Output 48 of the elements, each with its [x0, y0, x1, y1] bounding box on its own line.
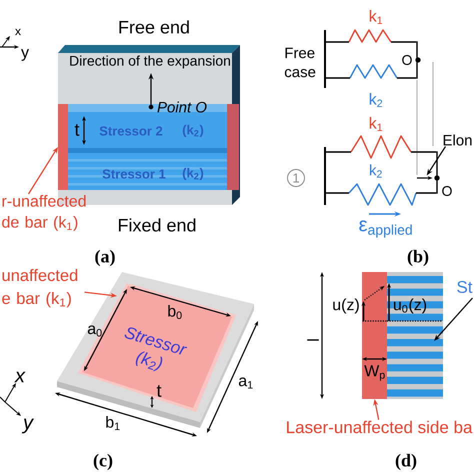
dimension-label: W$_{p}$	[364, 365, 385, 381]
wire	[391, 41, 416, 43]
axis-label: x	[15, 28, 21, 36]
wire	[416, 192, 436, 194]
axis-label: y	[22, 418, 34, 434]
spring	[348, 29, 392, 43]
side-bar	[58, 104, 68, 190]
dimension-label: t	[74, 124, 80, 136]
wire	[411, 151, 436, 153]
spring-label: k$_{2}$	[370, 93, 382, 107]
dimension-label: l	[307, 339, 319, 341]
point-label: O	[402, 55, 412, 65]
wire	[397, 77, 416, 79]
rigid-bar	[415, 41, 421, 79]
spring-label: k$_{1}$	[370, 10, 382, 24]
strain-label: ε$_{applied}$	[359, 220, 412, 238]
spring	[348, 183, 417, 206]
wire	[326, 192, 349, 194]
panel-label: (d)	[396, 454, 416, 470]
point-label: Point O	[157, 101, 207, 112]
spring	[349, 64, 398, 79]
circled-number: 1	[287, 169, 305, 187]
displacement-label: u(z)	[333, 298, 359, 314]
callout-text: Laser-unaffected side ba	[287, 420, 472, 434]
axis-label: x	[14, 372, 26, 382]
wire	[326, 151, 351, 153]
spring-label: k$_{2}$	[370, 164, 382, 178]
side-bar	[227, 104, 239, 190]
dimension-label: b$_{0}$	[168, 304, 182, 320]
dimension-label: t	[156, 385, 162, 397]
wire	[326, 41, 349, 43]
dimension-label: a$_{0}$	[88, 325, 102, 337]
case-label: Free case	[284, 48, 316, 78]
panel-label: (b)	[408, 250, 428, 266]
panel-label: (c)	[94, 454, 112, 470]
callout-text: r-unaffected de bar (k$_{1}$)	[2, 195, 86, 231]
panel-label: (a)	[95, 250, 115, 266]
spring	[350, 135, 412, 159]
spring-label: k$_{1}$	[370, 117, 382, 131]
wire	[326, 77, 350, 79]
point-label: O	[442, 186, 452, 196]
stressor-layer: Stressor 1 (k$_{2}$)	[58, 148, 232, 190]
end-label: Free end	[119, 20, 189, 34]
axis-label: y	[21, 49, 29, 61]
callout-text: St	[457, 280, 472, 294]
callout-text: Elon	[444, 134, 472, 146]
end-label: Fixed end	[118, 218, 196, 232]
callout-text: unaffected e bar (k$_{1}$)	[2, 269, 78, 308]
